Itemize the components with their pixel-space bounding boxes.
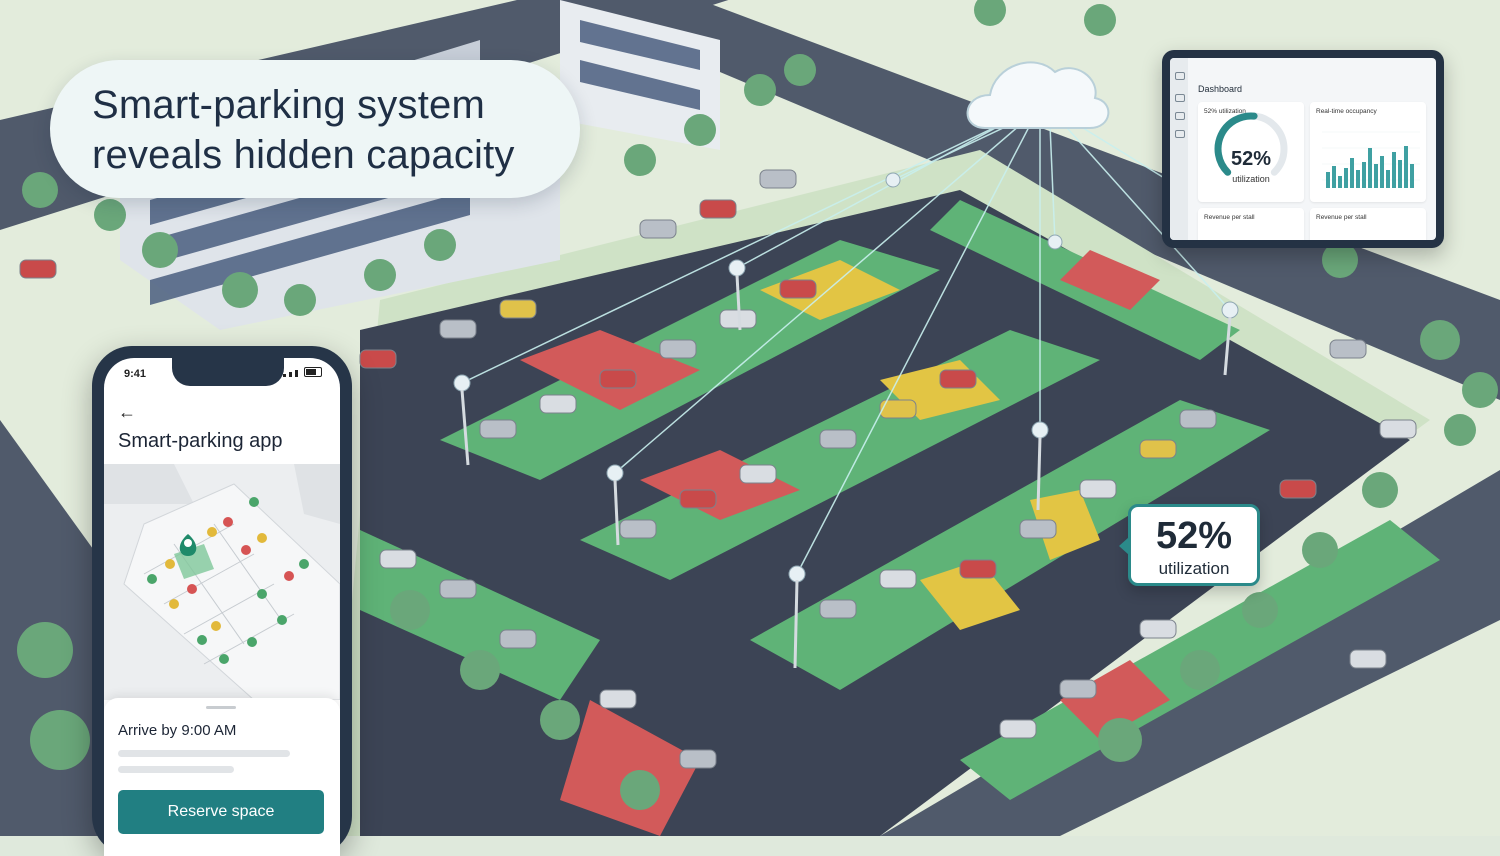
revenue-card-1[interactable]: Revenue per stall	[1198, 208, 1304, 240]
occupancy-card[interactable]: Real-time occupancy	[1310, 102, 1426, 202]
occupancy-bar-chart	[1322, 131, 1420, 188]
phone-notch	[172, 358, 284, 386]
phone-mockup: 9:41 ← Smart-parking app	[92, 346, 352, 856]
revenue-card-2[interactable]: Revenue per stall	[1310, 208, 1426, 240]
signal-bar-icon	[289, 372, 292, 377]
revenue-label-2: Revenue per stall	[1316, 214, 1367, 221]
utilization-callout: 52% utilization	[1119, 504, 1260, 586]
reserve-space-button[interactable]: Reserve space	[118, 790, 324, 834]
headline-banner: Smart-parking system reveals hidden capa…	[50, 60, 580, 198]
dashboard-title: Dashboard	[1198, 84, 1243, 94]
callout-label: utilization	[1158, 559, 1230, 578]
placeholder-line	[118, 750, 290, 757]
app-title: Smart-parking app	[118, 430, 283, 452]
user-icon[interactable]	[1175, 130, 1185, 138]
sheet-grabber[interactable]	[206, 706, 236, 709]
occupancy-card-label: Real-time occupancy	[1316, 108, 1377, 115]
headline-line-1: Smart-parking system	[92, 83, 485, 127]
revenue-label-1: Revenue per stall	[1204, 214, 1255, 221]
utilization-card[interactable]: 52% utilization 52% utilization	[1198, 102, 1304, 202]
utilization-gauge	[1214, 112, 1288, 176]
cloud-icon[interactable]	[1175, 72, 1185, 80]
arrow-left-icon[interactable]: ←	[118, 402, 136, 422]
tablet-dashboard: Dashboard 52% utilization 52% utilizatio…	[1162, 50, 1444, 248]
map-view[interactable]	[104, 464, 340, 701]
dashboard-sidebar	[1170, 58, 1188, 240]
map-pin-icon	[179, 534, 197, 556]
chart-icon[interactable]	[1175, 112, 1185, 120]
headline-line-2: reveals hidden capacity	[92, 133, 515, 177]
callout-value: 52%	[1155, 515, 1233, 557]
grid-icon[interactable]	[1175, 94, 1185, 102]
utilization-sublabel: utilization	[1232, 174, 1270, 184]
arrive-by-text: Arrive by 9:00 AM	[118, 722, 237, 739]
phone-screen: 9:41 ← Smart-parking app	[104, 358, 340, 856]
bottom-sheet: Arrive by 9:00 AM Reserve space	[104, 698, 340, 856]
status-icons	[283, 367, 322, 377]
dashboard-screen: Dashboard 52% utilization 52% utilizatio…	[1170, 58, 1436, 240]
cloud-icon	[966, 61, 1110, 129]
utilization-card-label: 52% utilization	[1204, 108, 1246, 115]
signal-icon	[283, 374, 286, 377]
signal-bar-icon	[295, 370, 298, 377]
placeholder-line	[118, 766, 234, 773]
map-graphic	[104, 464, 340, 701]
status-time: 9:41	[124, 368, 147, 380]
battery-icon	[304, 367, 322, 377]
utilization-value: 52%	[1230, 148, 1272, 170]
